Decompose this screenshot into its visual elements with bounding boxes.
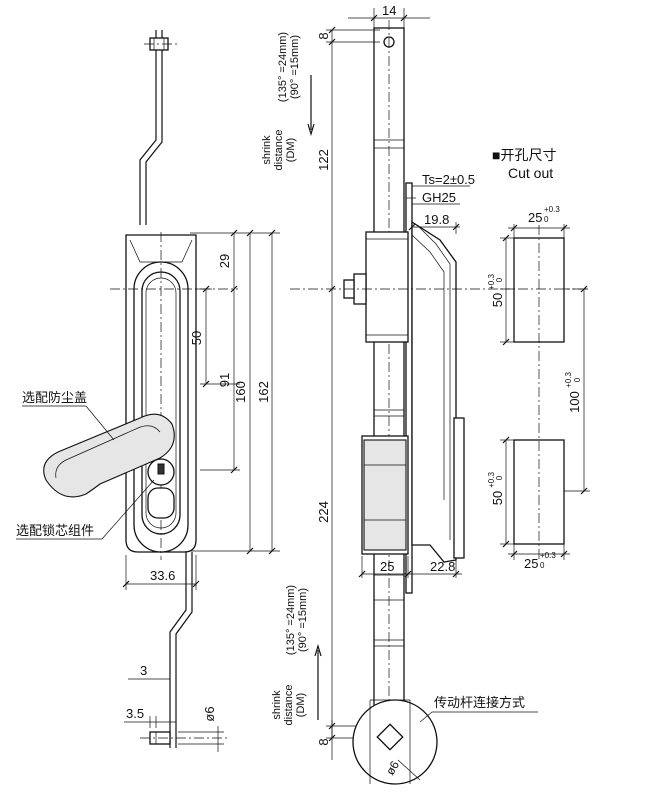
top-rod-edge <box>145 30 163 225</box>
lock-core-leader <box>101 479 155 540</box>
square-drive <box>376 723 404 751</box>
dim-14: 14 <box>382 3 396 18</box>
cutout-title-en: Cut out <box>508 165 553 181</box>
cutout-height-bottom: 50 <box>490 491 505 505</box>
bottom-rod <box>169 552 187 748</box>
dim-160: 160 <box>233 381 248 403</box>
dim-25: 25 <box>380 559 394 574</box>
callout-lock-core: 选配锁芯组件 <box>16 523 94 538</box>
cutout-width-bottom: 25 <box>524 556 538 571</box>
handle-profile <box>411 220 457 563</box>
shrink-top-distance: distance <box>273 130 285 171</box>
dust-cover <box>43 413 175 498</box>
dim-8-top: 8 <box>316 32 331 39</box>
shrink-bottom-line2: (90° =15mm) <box>297 588 309 652</box>
cutout-width-bottom-tol-zero: 0 <box>540 561 545 570</box>
cutout-gap-tol-zero: 0 <box>573 377 582 382</box>
dim-122: 122 <box>316 149 331 171</box>
dim-29: 29 <box>217 254 232 268</box>
shrink-bottom-distance: distance <box>283 685 295 726</box>
side-view <box>290 8 590 785</box>
cutout-view <box>500 224 590 560</box>
cutout-height-bottom-tol-plus: +0.3 <box>487 472 496 488</box>
callout-dust-cover: 选配防尘盖 <box>22 390 87 405</box>
dim-ts: Ts=2±0.5 <box>422 172 475 187</box>
dim-22-8: 22.8 <box>430 559 455 574</box>
dim-gh25: GH25 <box>422 190 456 205</box>
shrink-top-line1: (135° =24mm) <box>277 32 289 102</box>
shrink-bottom-dm: (DM) <box>295 693 307 717</box>
cutout-gap-tol-plus: +0.3 <box>564 372 573 388</box>
cutout-width-top-tol-plus: +0.3 <box>544 205 560 214</box>
dim-phi6: ø6 <box>202 706 217 721</box>
cutout-width-top-tol-zero: 0 <box>544 215 549 224</box>
dim-phi6-bottom: ø6 <box>383 758 402 777</box>
dim-91: 91 <box>217 373 232 387</box>
shrink-top-word: shrink <box>261 135 273 165</box>
cutout-height-top-tol-plus: +0.3 <box>487 274 496 290</box>
shrink-top-dm: (DM) <box>285 138 297 162</box>
handle-tail <box>453 417 465 559</box>
cutout-gap: 100 <box>567 391 582 413</box>
dim-3: 3 <box>140 663 147 678</box>
bottom-rod-edge <box>175 552 193 748</box>
shrink-bottom-word: shrink <box>271 690 283 720</box>
cutout-top-rect <box>513 237 565 343</box>
front-view <box>16 30 280 752</box>
dust-cover-leader <box>85 405 115 441</box>
dim-8-bottom: 8 <box>316 738 331 745</box>
dim-3-5: 3.5 <box>126 706 144 721</box>
dim-50-front: 50 <box>189 331 204 345</box>
dim-162: 162 <box>256 381 271 403</box>
key-slot <box>157 463 165 475</box>
shrink-bottom-line1: (135° =24mm) <box>285 585 297 655</box>
callout-drive-rod: 传动杆连接方式 <box>434 695 525 710</box>
upper-housing <box>365 231 409 343</box>
cutout-height-top: 50 <box>490 293 505 307</box>
cutout-height-top-tol-zero: 0 <box>495 277 504 282</box>
drive-rod <box>373 27 405 729</box>
dim-19-8: 19.8 <box>424 212 449 227</box>
cutout-width-top: 25 <box>528 210 542 225</box>
dim-224: 224 <box>316 501 331 523</box>
cutout-title-cn: ■开孔尺寸 <box>492 147 556 163</box>
cutout-height-bottom-tol-zero: 0 <box>495 475 504 480</box>
shrink-top-line2: (90° =15mm) <box>289 35 301 99</box>
cutout-width-bottom-tol-plus: +0.3 <box>540 551 556 560</box>
shrink-note-bottom: (135° =24mm) (90° =15mm) shrink distance… <box>271 585 309 726</box>
top-rod <box>139 30 157 225</box>
lower-housing-cam <box>363 439 407 551</box>
shrink-note-top: (135° =24mm) (90° =15mm) shrink distance… <box>261 32 301 171</box>
dim-33-6: 33.6 <box>150 568 175 583</box>
